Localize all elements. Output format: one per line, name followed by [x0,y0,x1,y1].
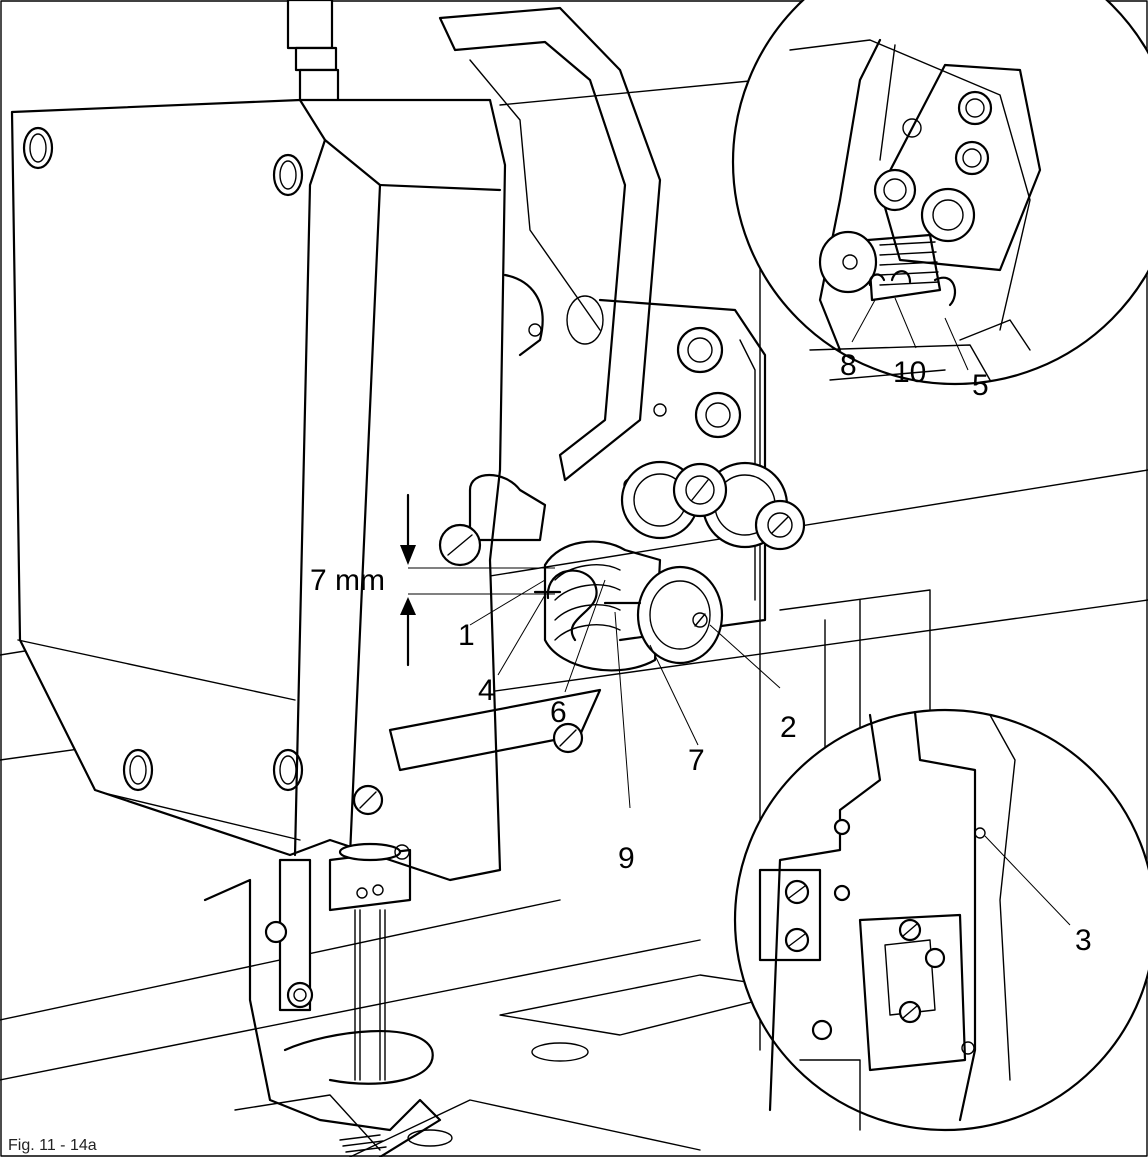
dimension-label: 7 mm [310,564,385,597]
callout-4: 4 [478,674,495,707]
callout-8: 8 [840,349,857,382]
leader-lines [469,579,781,809]
callout-5: 5 [972,369,989,402]
inset-detail-top [731,0,1148,386]
dimension-7mm: 7 mm [310,493,555,667]
callout-1: 1 [458,619,475,652]
needle-assembly [203,842,442,1157]
inset-detail-bottom [733,708,1148,1132]
callout-2: 2 [780,711,797,744]
top-spindle [286,0,340,114]
tension-assembly [352,273,806,816]
take-up-lever-guard [438,6,662,482]
callout-6: 6 [550,696,567,729]
callouts: 1 2 3 4 5 6 7 8 9 10 [458,349,1092,957]
callout-3: 3 [1075,924,1092,957]
figure-caption: Fig. 11 - 14a [8,1137,97,1154]
callout-9: 9 [618,842,635,875]
callout-7: 7 [688,744,705,777]
callout-10: 10 [893,356,926,389]
head-cover [10,98,507,882]
